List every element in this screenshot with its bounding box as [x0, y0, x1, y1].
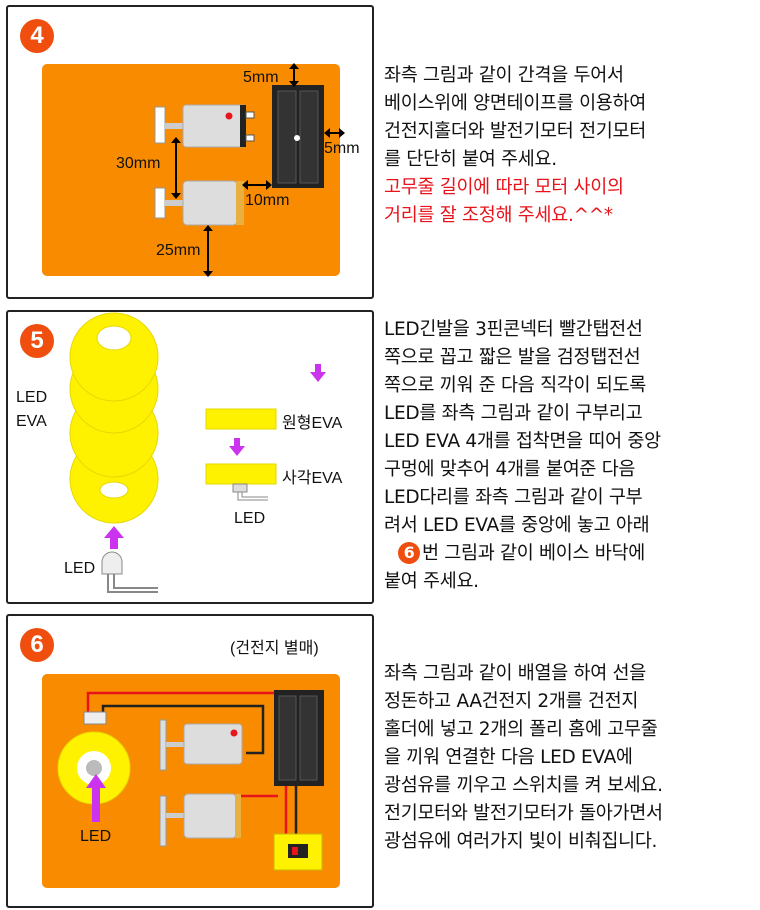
step6-ref-badge: 6	[398, 542, 420, 564]
led-label: LED	[80, 828, 112, 845]
led-component	[101, 551, 158, 593]
text-line: 건전지홀더와 발전기모터 전기모터	[384, 121, 646, 142]
small-led	[232, 483, 268, 501]
step6-badge: 6	[20, 628, 54, 662]
led-eva-label: LED EVA	[16, 386, 47, 434]
motor-gap-label: 30mm	[116, 155, 161, 172]
step5-badge: 5	[20, 324, 54, 358]
generator-motor	[154, 180, 244, 226]
led-arrow	[86, 774, 106, 822]
led-eva-ring	[57, 711, 131, 805]
step5-panel: 5	[6, 310, 374, 604]
step4-instructions: 좌측 그림과 같이 간격을 두어서 베이스위에 양면테이프를 이용하여 건전지홀…	[384, 62, 646, 230]
electric-motor	[154, 104, 255, 148]
text-line: 을 끼워 연결한 다음 LED EVA에	[384, 747, 633, 768]
led-eva-label-line: EVA	[16, 413, 47, 430]
step6-panel: 6 (건전지 별매)	[6, 614, 374, 908]
generator-motor	[159, 793, 241, 847]
led-small-label: LED	[234, 510, 266, 527]
battery-note: (건전지 별매)	[230, 640, 319, 657]
text-line: 좌측 그림과 같이 간격을 두어서	[384, 65, 624, 86]
square-eva-label: 사각EVA	[282, 470, 343, 487]
warning-line: 고무줄 길이에 따라 모터 사이의	[384, 177, 624, 198]
text-line: 구멍에 맞추어 4개를 붙여준 다음	[384, 459, 636, 480]
led-bottom-label: LED	[64, 560, 96, 577]
text-line: 홀더에 넣고 2개의 폴리 홈에 고무줄	[384, 719, 658, 740]
electric-motor	[159, 719, 243, 771]
text-line: 려서 LED EVA를 중앙에 놓고 아래	[384, 515, 650, 536]
step5-instructions: LED긴발을 3핀콘넥터 빨간탭전선 쪽으로 꼽고 짧은 발을 검정탭전선 쪽으…	[384, 316, 661, 596]
text-line: 좌측 그림과 같이 배열을 하여 선을	[384, 663, 646, 684]
right-gap-label: 5mm	[324, 140, 360, 157]
step4-illustration	[42, 63, 345, 277]
base-board	[42, 674, 340, 888]
base-board	[42, 64, 340, 276]
battery-holder	[272, 85, 324, 188]
dimension-arrows	[171, 63, 345, 277]
arrows	[104, 364, 326, 549]
text-line-part: 번 그림과 같이 베이스 바닥에	[422, 543, 645, 564]
text-line: 전기모터와 발전기모터가 돌아가면서	[384, 803, 663, 824]
text-line: LED긴발을 3핀콘넥터 빨간탭전선	[384, 319, 643, 340]
top-gap-label: 5mm	[243, 69, 279, 86]
text-line: 쪽으로 끼워 준 다음 직각이 되도록	[384, 375, 646, 396]
switch	[273, 833, 323, 871]
side-gap-label: 10mm	[245, 192, 290, 209]
text-line: 광섬유에 여러가지 빛이 비춰집니다.	[384, 831, 658, 852]
text-line: 광섬유를 끼우고 스위치를 켜 보세요.	[384, 775, 663, 796]
eva-ring-stack	[69, 312, 159, 524]
text-line: 정돈하고 AA건전지 2개를 건전지	[384, 691, 639, 712]
bottom-gap-label: 25mm	[156, 242, 201, 259]
step4-badge: 4	[20, 19, 54, 53]
round-eva-piece	[205, 408, 277, 430]
round-eva-label: 원형EVA	[282, 415, 343, 432]
led-eva-label-line: LED	[16, 389, 48, 406]
text-line: 붙여 주세요.	[384, 571, 479, 592]
step6-instructions: 좌측 그림과 같이 배열을 하여 선을 정돈하고 AA건전지 2개를 건전지 홀…	[384, 660, 663, 856]
text-line: LED다리를 좌측 그림과 같이 구부	[384, 487, 643, 508]
text-line: 베이스위에 양면테이프를 이용하여	[384, 93, 646, 114]
step6-illustration	[42, 674, 340, 888]
warning-line: 거리를 잘 조정해 주세요.^^*	[384, 205, 613, 226]
step5-illustration	[69, 312, 326, 593]
battery-holder	[274, 690, 324, 786]
step4-panel: 4	[6, 5, 374, 299]
text-line: 쪽으로 꼽고 짧은 발을 검정탭전선	[384, 347, 641, 368]
text-line: LED EVA 4개를 접착면을 띠어 중앙	[384, 431, 661, 452]
square-eva-piece	[205, 463, 277, 485]
text-line: LED를 좌측 그림과 같이 구부리고	[384, 403, 643, 424]
text-line: 를 단단히 붙여 주세요.	[384, 149, 557, 170]
